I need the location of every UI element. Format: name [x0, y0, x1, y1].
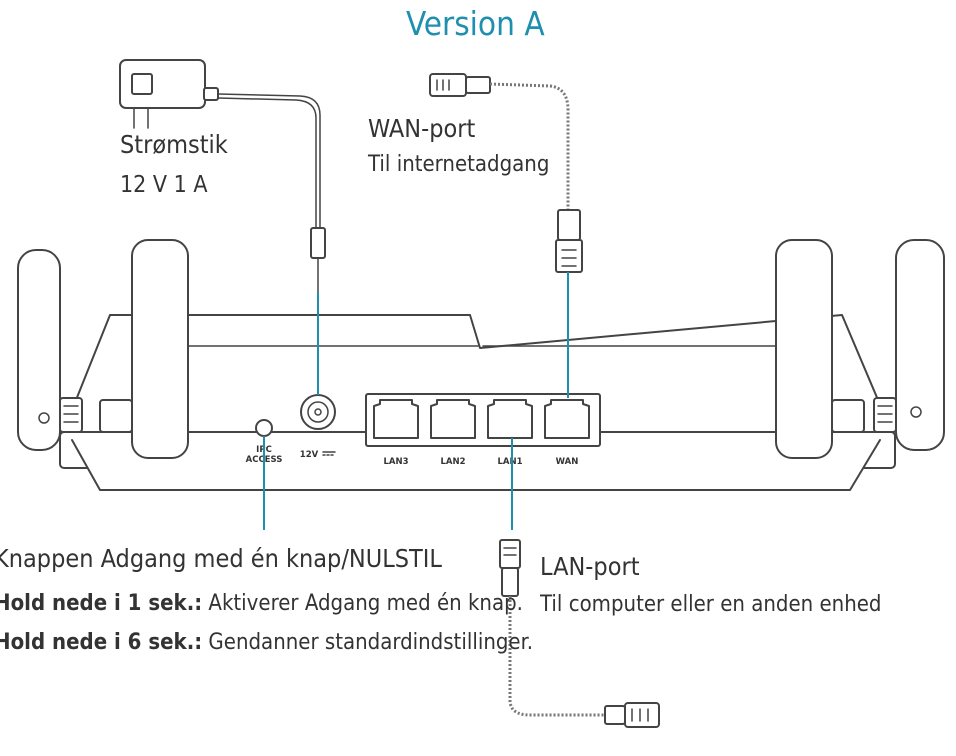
wan-label: WAN [556, 457, 579, 467]
power-jack-icon [300, 394, 336, 430]
lan3-label: LAN3 [383, 457, 408, 467]
version-heading: Version A [406, 4, 545, 43]
port-panel [365, 393, 601, 447]
reset-button-label: Knappen Adgang med én knap/NULSTIL [0, 544, 442, 573]
wan-port-label: WAN-port [368, 114, 476, 143]
antenna-right-inner-icon [775, 239, 865, 459]
reset-line-2-bold: Hold nede i 6 sek.: [0, 630, 203, 655]
antenna-left-inner-icon [99, 239, 189, 459]
lan3-port-icon [373, 399, 419, 439]
power-adapter-icon [119, 59, 326, 293]
wan-port-icon [544, 399, 590, 439]
lan-port-label: LAN-port [540, 552, 640, 581]
lan2-label: LAN2 [440, 457, 465, 467]
lan-cable-icon [499, 539, 660, 728]
power-spec: 12 V 1 A [120, 172, 208, 198]
lan1-port-icon [487, 399, 533, 439]
reset-line-1-bold: Hold nede i 1 sek.: [0, 591, 203, 616]
wan-port-description: Til internetadgang [368, 152, 550, 177]
antenna-right-outer-icon [873, 239, 945, 451]
power-rating-label: 12V [300, 450, 319, 460]
lan2-port-icon [430, 399, 476, 439]
lan-port-description: Til computer eller en anden enhed [540, 592, 882, 617]
power-label: Strømstik [120, 130, 228, 159]
router-body [59, 314, 896, 491]
reset-line-2-text: Gendanner standardindstillinger. [202, 630, 534, 655]
reset-line-1: Hold nede i 1 sek.: Aktiverer Adgang med… [0, 591, 523, 616]
wan-cable-icon [429, 73, 583, 273]
lan1-label: LAN1 [497, 457, 522, 467]
reset-line-1-text: Aktiverer Adgang med én knap. [202, 591, 523, 616]
antenna-left-outer-icon [17, 249, 83, 451]
reset-button-icon [255, 419, 273, 437]
reset-line-2: Hold nede i 6 sek.: Gendanner standardin… [0, 630, 533, 655]
